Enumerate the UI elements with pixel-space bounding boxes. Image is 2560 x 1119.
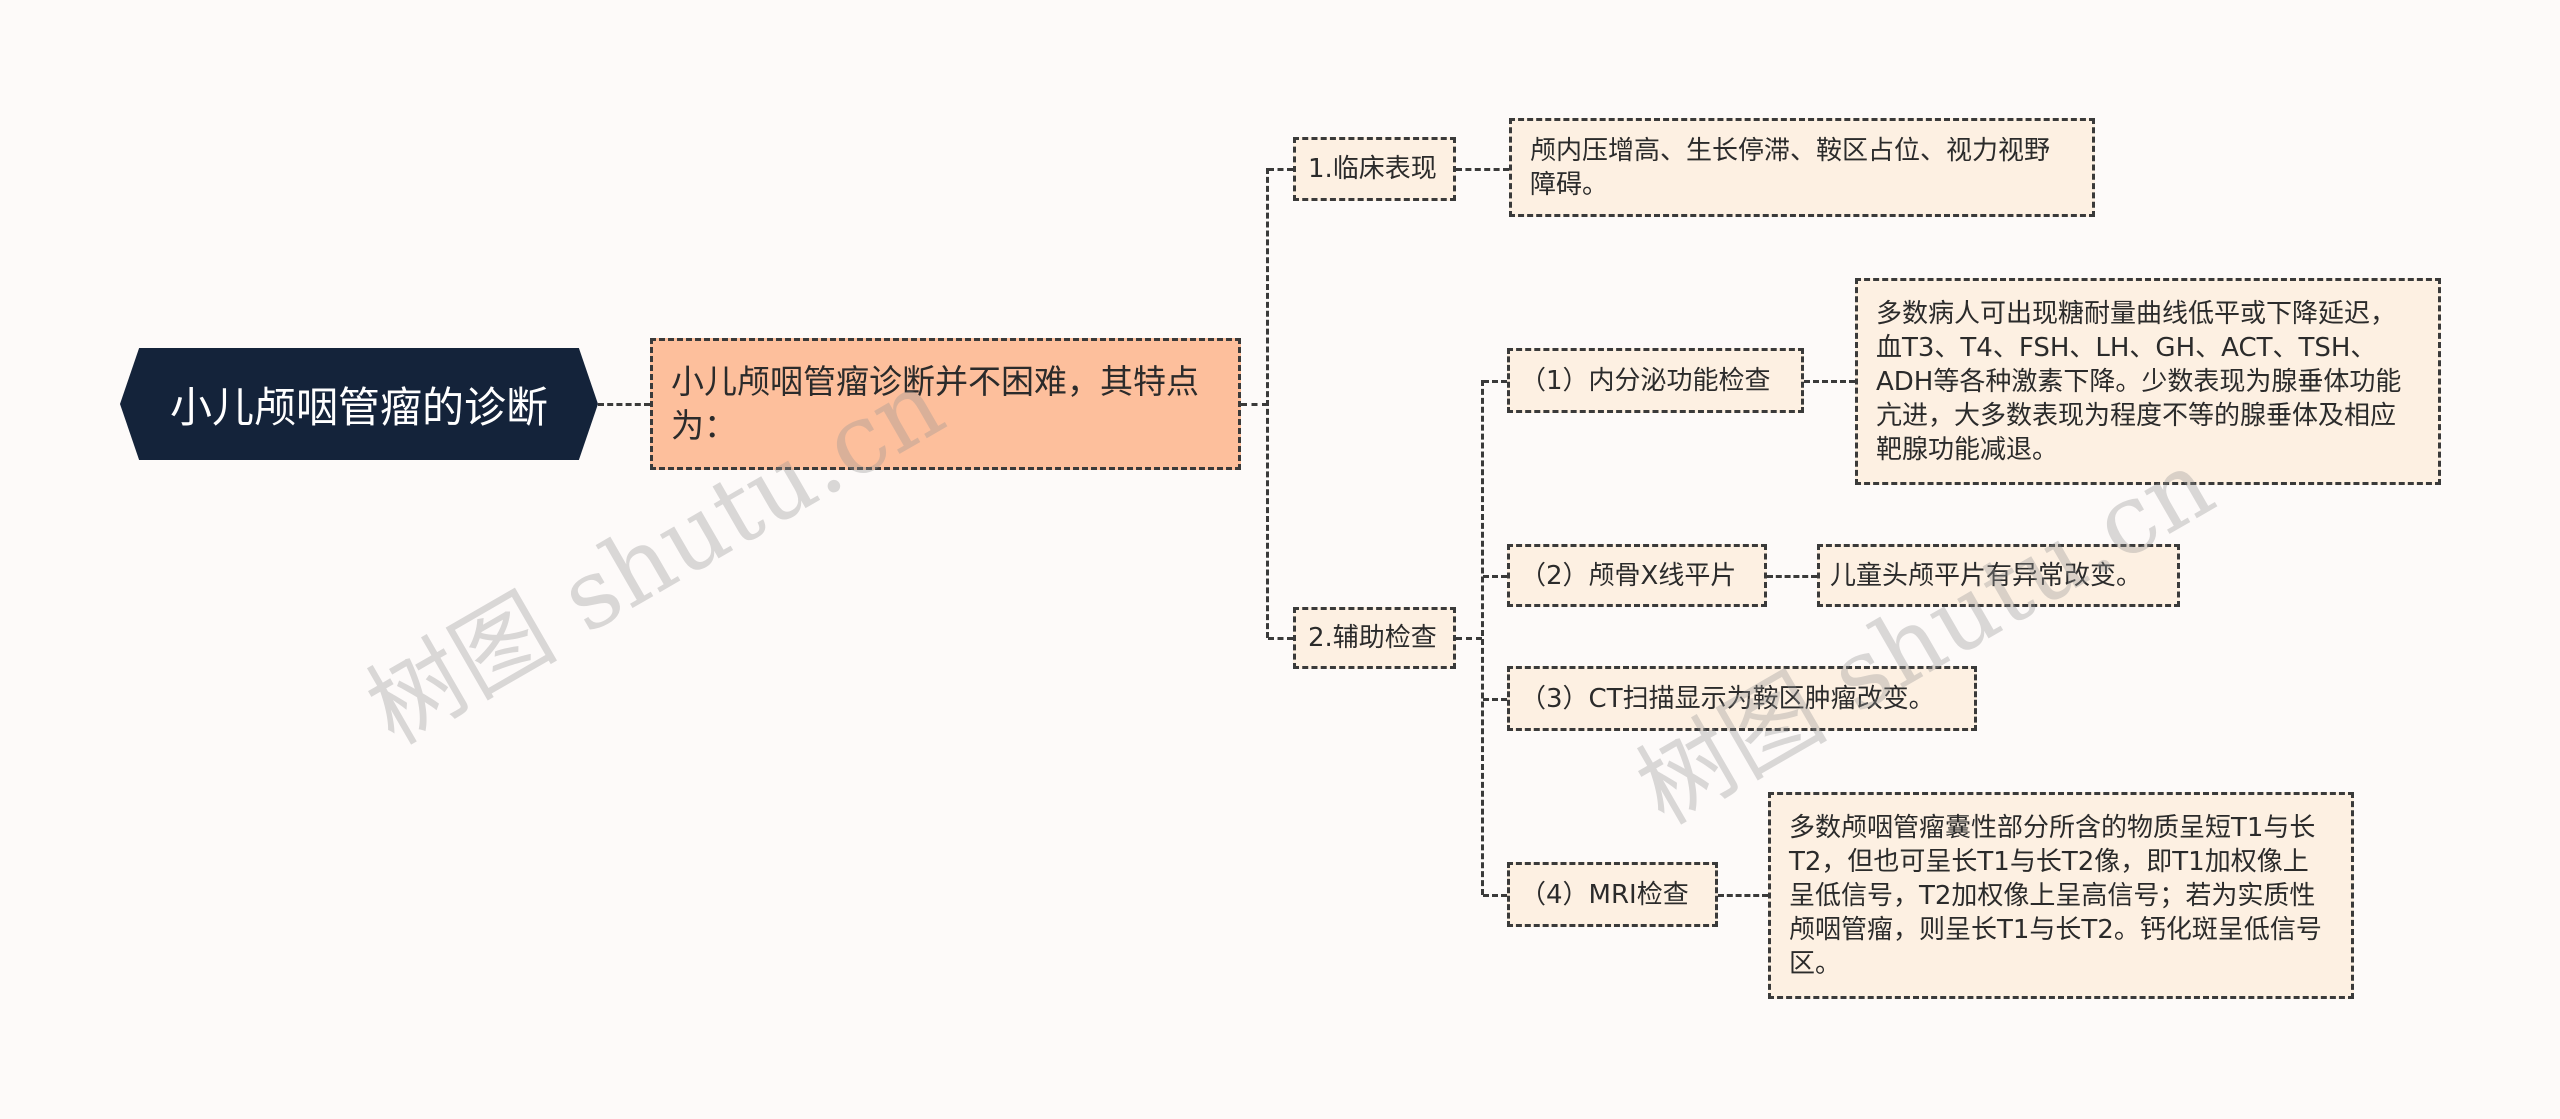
connector	[1483, 380, 1507, 383]
connector	[1483, 575, 1507, 578]
connector	[1718, 894, 1768, 897]
connector	[1268, 637, 1293, 640]
detail-text: 多数病人可出现糖耐量曲线低平或下降延迟，血T3、T4、FSH、LH、GH、ACT…	[1876, 298, 2402, 465]
connector	[1241, 403, 1268, 406]
detail-text: 多数颅咽管瘤囊性部分所含的物质呈短T1与长T2，但也可呈长T1与长T2像，即T1…	[1789, 812, 2322, 979]
detail-text: 儿童头颅平片有异常改变。	[1830, 560, 2143, 591]
xray-detail[interactable]: 儿童头颅平片有异常改变。	[1817, 544, 2180, 607]
root-node[interactable]: 小儿颅咽管瘤的诊断	[120, 348, 598, 460]
connector	[1456, 168, 1509, 171]
connector	[1268, 168, 1293, 171]
branch-label: 1.临床表现	[1308, 154, 1437, 184]
sub-label: （2）颅骨X线平片	[1520, 560, 1737, 591]
branch-label: 2.辅助检查	[1308, 623, 1437, 653]
main-node[interactable]: 小儿颅咽管瘤诊断并不困难，其特点为：	[650, 338, 1241, 470]
endocrine-detail[interactable]: 多数病人可出现糖耐量曲线低平或下降延迟，血T3、T4、FSH、LH、GH、ACT…	[1855, 278, 2441, 485]
sub-label: （1）内分泌功能检查	[1520, 365, 1771, 396]
sub-ct[interactable]: （3）CT扫描显示为鞍区肿瘤改变。	[1507, 666, 1977, 731]
clinical-detail[interactable]: 颅内压增高、生长停滞、鞍区占位、视力视野障碍。	[1509, 118, 2095, 217]
connector	[1804, 380, 1855, 383]
connector	[1481, 380, 1484, 895]
main-text: 小儿颅咽管瘤诊断并不困难，其特点为：	[671, 362, 1199, 445]
sub-endocrine[interactable]: （1）内分泌功能检查	[1507, 348, 1804, 413]
sub-label: （3）CT扫描显示为鞍区肿瘤改变。	[1520, 683, 1935, 714]
connector	[1483, 894, 1507, 897]
sub-label: （4）MRI检查	[1520, 879, 1689, 910]
connector	[598, 403, 650, 406]
branch-clinical[interactable]: 1.临床表现	[1293, 137, 1456, 201]
connector	[1483, 698, 1507, 701]
sub-mri[interactable]: （4）MRI检查	[1507, 862, 1718, 927]
sub-xray[interactable]: （2）颅骨X线平片	[1507, 544, 1767, 607]
connector	[1456, 637, 1482, 640]
connector	[1266, 168, 1269, 638]
connector	[1767, 575, 1817, 578]
mri-detail[interactable]: 多数颅咽管瘤囊性部分所含的物质呈短T1与长T2，但也可呈长T1与长T2像，即T1…	[1768, 792, 2354, 999]
detail-text: 颅内压增高、生长停滞、鞍区占位、视力视野障碍。	[1530, 135, 2051, 200]
branch-auxiliary[interactable]: 2.辅助检查	[1293, 607, 1456, 669]
root-title: 小儿颅咽管瘤的诊断	[169, 382, 548, 432]
